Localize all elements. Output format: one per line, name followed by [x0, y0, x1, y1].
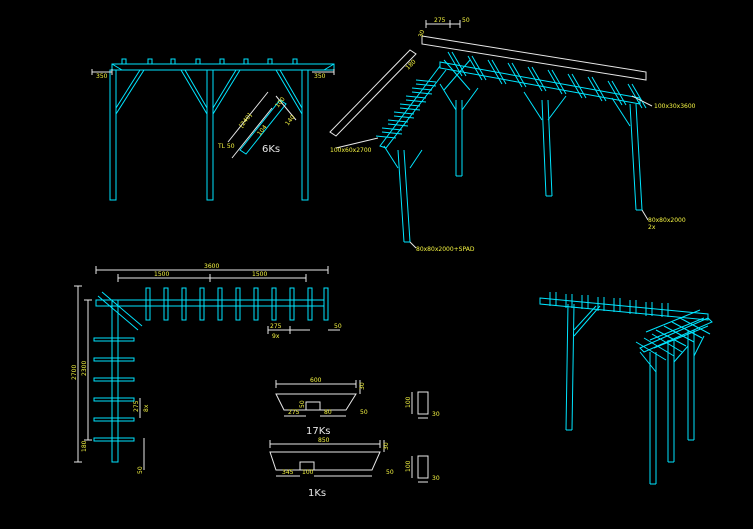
beam-dim-height: 30	[383, 442, 390, 450]
rafter-dim-notch-h: 50	[299, 400, 306, 408]
plan-dim-total-y: 2700	[71, 365, 78, 380]
rafter-count: 17Ks	[306, 426, 331, 437]
label-post-main: 80x80x2000	[648, 217, 686, 224]
label-purlin: 100x30x3600	[654, 103, 696, 110]
detail-dim-4: [240]	[238, 112, 253, 129]
beam-dim-top: 850	[318, 437, 330, 444]
beam-section-h: 100	[405, 460, 412, 472]
beam-count: 1Ks	[308, 488, 326, 499]
iso-dim-180: 180	[404, 58, 417, 71]
detail-dim-5: TL 50	[217, 143, 235, 150]
beam-detail: 850 30 345 100 50 1Ks 100 30	[269, 437, 440, 499]
bracket-detail: 100 104 140 [240] TL 50 6Ks	[217, 91, 297, 159]
iso-dim-30: 30	[417, 29, 426, 39]
rafter-dim-top: 600	[310, 377, 322, 384]
plan-dim-spacing-count: 9x	[272, 333, 280, 340]
plan-dim-end: 50	[334, 323, 342, 330]
label-post-sub: 2x	[648, 224, 656, 231]
dim-overhang-right: 350	[314, 73, 326, 80]
rafter-section-w: 30	[432, 411, 440, 418]
plan-dim-bottom-b: 50	[137, 466, 144, 474]
perspective-view	[539, 292, 713, 485]
rafter-section-h: 100	[405, 396, 412, 408]
detail-count: 6Ks	[262, 144, 280, 155]
plan-dim-spacing-y: 275	[133, 400, 140, 412]
dim-overhang-left: 350	[96, 73, 108, 80]
beam-dim-right: 50	[386, 469, 394, 476]
front-elevation: 350 350	[91, 58, 335, 201]
beam-dim-notch: 100	[302, 469, 314, 476]
plan-dim-spacing: 275	[270, 323, 282, 330]
beam-section-w: 30	[432, 475, 440, 482]
isometric-view: 275 50 30 180	[329, 17, 696, 253]
beam-dim-left: 345	[282, 469, 294, 476]
label-post-corner: 80x80x2000+SPAD	[416, 246, 475, 253]
plan-dim-half-left: 1500	[154, 271, 169, 278]
rafter-detail: 600 30 275 50 80 50 17Ks 100 30	[275, 377, 440, 437]
plan-dim-total-x: 3600	[204, 263, 219, 270]
rafter-dim-notch-left: 275	[288, 409, 300, 416]
rafter-dim-height: 30	[359, 382, 366, 390]
detail-dim-3: 140	[284, 114, 297, 127]
label-beam: 100x60x2700	[330, 147, 372, 154]
rafter-dim-notch-w: 80	[324, 409, 332, 416]
iso-dim-275: 275	[434, 17, 446, 24]
plan-view: 3600 1500 1500 275 9x 50 2700 2300 275 8…	[71, 263, 342, 474]
plan-dim-half-right: 1500	[252, 271, 267, 278]
rafter-dim-right: 50	[360, 409, 368, 416]
plan-dim-bottom-a: 180	[81, 440, 88, 452]
plan-dim-inner-y: 2300	[81, 361, 88, 376]
iso-dim-50: 50	[462, 17, 470, 24]
plan-dim-spacing-y-count: 8x	[143, 404, 150, 412]
